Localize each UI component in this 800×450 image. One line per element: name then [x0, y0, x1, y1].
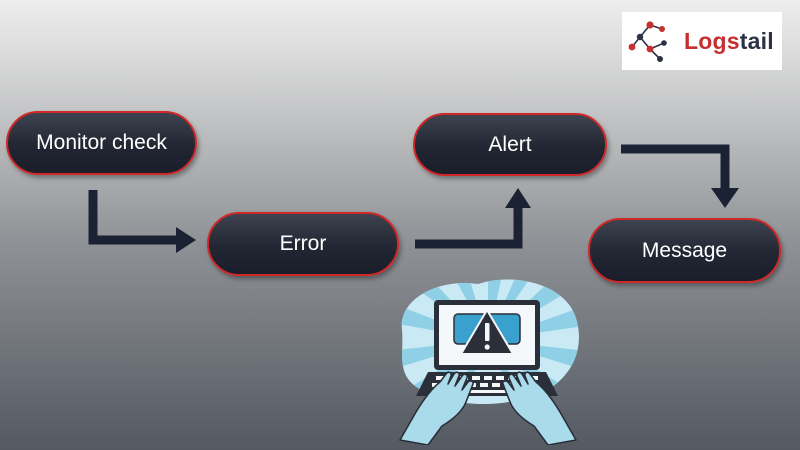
arrowhead-message: [711, 188, 739, 208]
arrow-alert-to-message: [621, 144, 730, 190]
warning-triangle-icon: [460, 309, 514, 355]
node-label: Alert: [488, 132, 532, 156]
logo-wordmark-part2: tail: [739, 27, 774, 54]
node-message: Message: [588, 218, 781, 283]
node-label: Error: [279, 232, 327, 255]
node-alert: Alert: [413, 113, 607, 176]
logo-wordmark: Logstail: [684, 28, 774, 55]
logstail-logo-icon: [628, 21, 667, 62]
arrow-error-to-alert: [415, 206, 523, 249]
arrow-monitor-to-error: [88, 190, 178, 245]
node-monitor-check: Monitor check: [6, 111, 197, 175]
logo-wordmark-part1: Logs: [684, 27, 740, 54]
arrowhead-error: [176, 227, 196, 253]
node-label: Message: [641, 238, 728, 262]
node-label: Monitor check: [36, 131, 167, 154]
arrowhead-alert: [505, 188, 531, 208]
typing-hands-icon: [399, 371, 577, 445]
node-error: Error: [207, 212, 399, 276]
logstail-logo: Logstail: [622, 12, 782, 70]
laptop-warning-icon: [399, 279, 579, 445]
